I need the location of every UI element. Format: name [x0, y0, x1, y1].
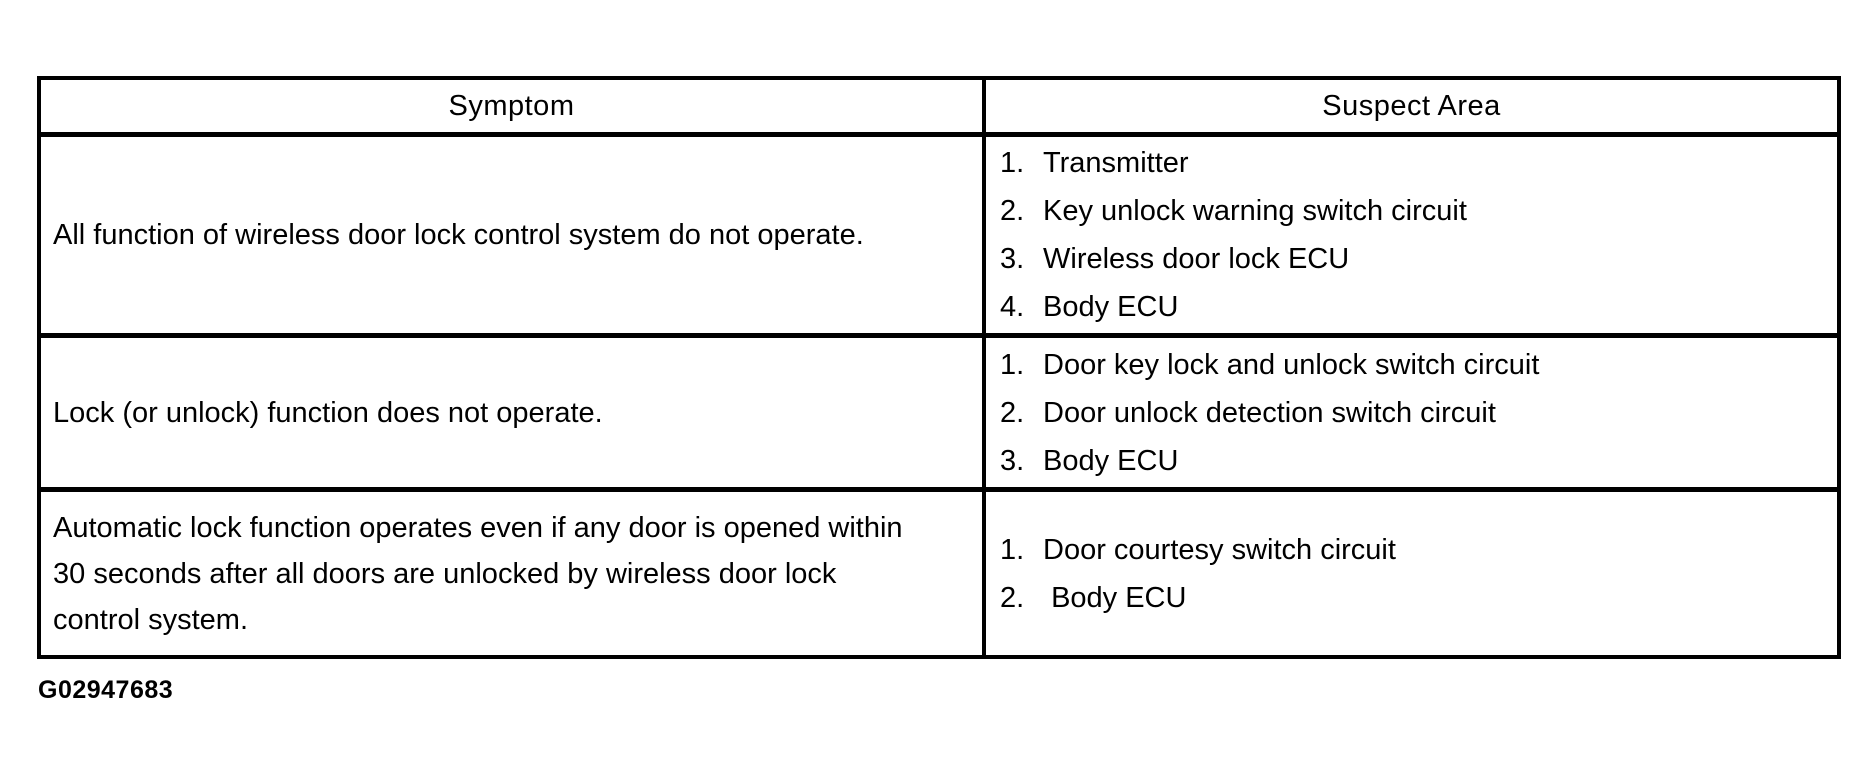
- list-item-number: 2.: [1000, 195, 1025, 227]
- list-item: 4. Body ECU: [1000, 283, 1829, 331]
- symptom-suspect-table: Symptom Suspect Area All function of wir…: [37, 76, 1841, 659]
- list-item-label: Body ECU: [1043, 581, 1187, 614]
- figure-id-caption: G02947683: [38, 676, 174, 704]
- list-item-number: 2.: [1000, 396, 1025, 429]
- suspect-list: 1. Transmitter 2. Key unlock warning swi…: [1000, 139, 1829, 331]
- list-item-number: 1.: [1000, 533, 1025, 566]
- suspect-cell-row-1: 1. Transmitter 2. Key unlock warning swi…: [986, 137, 1837, 338]
- list-item-label: Door unlock detection switch circuit: [1043, 396, 1496, 429]
- list-item-number: 1.: [1000, 348, 1025, 381]
- list-item-label: Body ECU: [1043, 291, 1179, 323]
- list-item-label: Door courtesy switch circuit: [1043, 533, 1396, 566]
- list-item-label: Body ECU: [1043, 444, 1179, 477]
- list-item-label: Door key lock and unlock switch circuit: [1043, 348, 1540, 381]
- symptom-column-header: Symptom: [41, 80, 986, 137]
- symptom-cell-row-1: All function of wireless door lock contr…: [41, 137, 986, 338]
- suspect-area-column-header: Suspect Area: [986, 80, 1837, 137]
- list-item-number: 4.: [1000, 291, 1025, 323]
- list-item: 3. Body ECU: [1000, 437, 1829, 485]
- list-item-number: 3.: [1000, 243, 1025, 275]
- list-item-label: Key unlock warning switch circuit: [1043, 195, 1467, 227]
- list-item: 1. Door courtesy switch circuit: [1000, 526, 1829, 574]
- suspect-cell-row-3: 1. Door courtesy switch circuit 2. Body …: [986, 492, 1837, 655]
- list-item-number: 3.: [1000, 444, 1025, 477]
- list-item: 2. Body ECU: [1000, 574, 1829, 622]
- symptom-cell-row-2: Lock (or unlock) function does not opera…: [41, 338, 986, 492]
- list-item-label: Wireless door lock ECU: [1043, 243, 1350, 275]
- suspect-list: 1. Door key lock and unlock switch circu…: [1000, 341, 1829, 485]
- symptom-cell-row-3: Automatic lock function operates even if…: [41, 492, 986, 655]
- suspect-list: 1. Door courtesy switch circuit 2. Body …: [1000, 526, 1829, 622]
- list-item-number: 2.: [1000, 581, 1025, 614]
- list-item: 2. Door unlock detection switch circuit: [1000, 389, 1829, 437]
- list-item: 2. Key unlock warning switch circuit: [1000, 187, 1829, 235]
- list-item: 1. Transmitter: [1000, 139, 1829, 187]
- list-item: 3. Wireless door lock ECU: [1000, 235, 1829, 283]
- list-item-label: Transmitter: [1043, 147, 1189, 179]
- list-item-number: 1.: [1000, 147, 1025, 179]
- list-item: 1. Door key lock and unlock switch circu…: [1000, 341, 1829, 389]
- suspect-cell-row-2: 1. Door key lock and unlock switch circu…: [986, 338, 1837, 492]
